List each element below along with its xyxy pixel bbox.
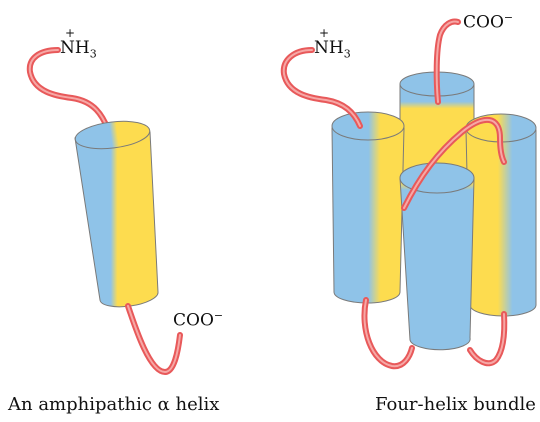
right-n-terminus-charge: + — [319, 27, 329, 39]
right-c-terminus-base: COO — [463, 13, 504, 33]
amphipathic-helix — [30, 50, 180, 372]
four-helix-bundle — [284, 22, 536, 367]
left-caption: An amphipathic α helix — [8, 396, 219, 414]
right-c-terminus-sup: − — [504, 11, 513, 24]
left-n-terminus-sub: 3 — [90, 47, 97, 60]
right-caption: Four-helix bundle — [375, 396, 536, 414]
bundle-helix-left — [332, 112, 404, 303]
left-c-terminus-sup: − — [214, 309, 223, 322]
right-n-terminus-sub: 3 — [344, 47, 351, 60]
right-n-terminus-base: NH — [314, 38, 344, 58]
right-n-terminus-label: +NH3 — [314, 40, 351, 59]
right-c-terminus-label: COO− — [463, 12, 513, 32]
left-c-terminus-base: COO — [173, 311, 214, 331]
left-c-terminus-label: COO− — [173, 310, 223, 330]
left-n-terminus-base: NH — [60, 38, 90, 58]
left-helix-body — [75, 132, 158, 307]
left-n-terminus-label: +NH3 — [60, 40, 97, 59]
left-n-terminus-charge: + — [65, 27, 75, 39]
